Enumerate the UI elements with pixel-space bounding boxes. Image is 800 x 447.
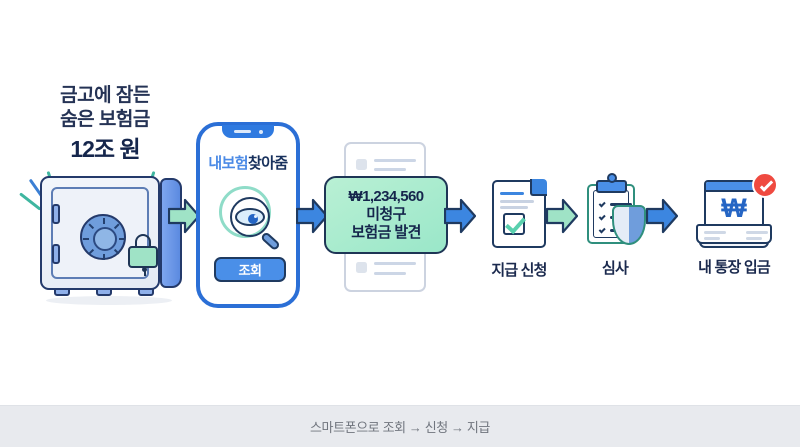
headline-line-2: 숨은 보험금 [60, 109, 150, 131]
step-apply-label: 지급 신청 [491, 262, 547, 279]
footer-bar: 스마트폰으로 조회 → 신청 → 지급 [0, 405, 800, 447]
safe-dial-icon [80, 214, 126, 260]
footer-caption: 스마트폰으로 조회 → 신청 → 지급 [310, 420, 490, 435]
callout-line-3: 보험금 발견 [351, 223, 421, 241]
eye-icon [235, 208, 265, 226]
query-button[interactable]: 조회 [214, 257, 286, 282]
safe-vault-icon [34, 172, 184, 305]
clipboard-shield-icon [587, 173, 646, 245]
arrow-apply-to-review [546, 198, 578, 234]
magnifier-handle [259, 231, 281, 252]
app-title-part2: 찾아줌 [248, 155, 288, 172]
safe-shadow [46, 296, 172, 305]
won-symbol: ₩ [721, 193, 747, 223]
success-check-badge [752, 172, 778, 198]
app-title-part1: 내보험 [208, 155, 248, 172]
step-deposit-label: 내 통장 입금 [698, 259, 771, 276]
safe-hinge-top [52, 204, 60, 224]
arrow-review-to-deposit [646, 198, 678, 234]
shield-icon [612, 205, 646, 245]
step-review-label: 심사 [601, 260, 629, 277]
headline-amount: 12조 원 [70, 135, 140, 162]
laptop-won-icon: ₩ [696, 172, 778, 248]
safe-hinge-bottom [52, 244, 60, 264]
callout-line-2: 미청구 [366, 206, 406, 224]
page-title: 금고에 잠든 숨은 보험금 12조 원 [20, 84, 190, 164]
arrow-callout-to-apply [444, 198, 476, 234]
found-amount-callout: ₩1,234,560 미청구 보험금 발견 [324, 176, 448, 254]
step-deposit: ₩ 내 통장 입금 [682, 172, 786, 277]
smartphone-mockup: 내보험찾아줌 조회 [196, 122, 300, 308]
step-apply: 지급 신청 [474, 179, 564, 280]
callout-amount: ₩1,234,560 [348, 188, 424, 206]
phone-notch [222, 125, 274, 138]
document-check-icon [492, 179, 547, 248]
arrow-phone-to-callout [296, 198, 328, 234]
magnifier-eye-icon [217, 184, 287, 254]
step-review: 심사 [580, 173, 650, 278]
safe-side-panel [160, 178, 182, 288]
headline-line-1: 금고에 잠든 [60, 85, 150, 106]
arrow-safe-to-phone [168, 198, 200, 234]
app-title: 내보험찾아줌 [200, 152, 296, 173]
padlock-icon [128, 234, 158, 276]
safe-body [40, 176, 160, 290]
magnifier-ring [219, 186, 271, 238]
